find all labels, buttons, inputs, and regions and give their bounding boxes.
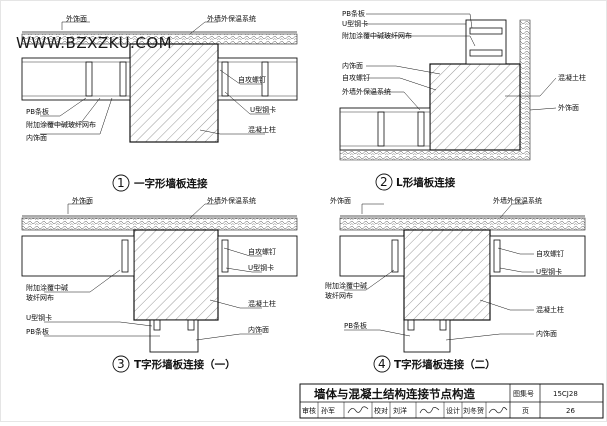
concrete-column (129, 43, 219, 143)
pb-wall-left (339, 235, 405, 277)
watermark: WWW.BZXZKU.COM (16, 34, 172, 52)
d3-title: T字形墙板连接（一） (134, 358, 236, 371)
d4-label-insulation: 外墙外保温系统 (493, 196, 542, 205)
review-label: 审核 (302, 406, 316, 415)
d2-title: L形墙板连接 (396, 176, 456, 189)
d2-label-screw: 自攻螺钉 (342, 73, 370, 82)
title-block (299, 383, 604, 419)
check-label: 校对 (374, 406, 388, 415)
pb-wall-right (217, 57, 298, 101)
design-label: 设计 (446, 406, 460, 415)
detail-2: PB条板 U型钢卡 附加涂覆中碱玻纤网布 内饰面 自攻螺钉 外墙外保温系统 混凝… (339, 9, 586, 191)
d4-number: 4 (378, 357, 386, 371)
d2-label-finish-inner: 内饰面 (342, 61, 363, 70)
d1-label-u-clip: U型钢卡 (250, 105, 276, 114)
d1-label-alkali-mesh: 附加涂覆中碱玻纤网布 (26, 120, 96, 129)
pb-wall-lower (339, 107, 431, 151)
detail-4: 外饰面 外墙外保温系统 附加涂覆中碱 玻纤网布 PB条板 自攻螺钉 U型钢卡 混… (325, 196, 586, 373)
d3-number-circle (112, 355, 130, 373)
d2-label-u-clip: U型钢卡 (342, 19, 368, 28)
pb-wall-left (21, 235, 135, 277)
d2-number-circle (375, 173, 393, 191)
designer-signature (488, 406, 508, 414)
pb-wall-left (21, 57, 131, 101)
d4-label-finish-inner: 内饰面 (536, 329, 557, 338)
insulation-layer (339, 217, 586, 231)
d2-number: 2 (380, 175, 388, 189)
d3-label-insulation: 外墙外保温系统 (207, 196, 256, 205)
d3-label-alkali-mesh-2: 玻纤网布 (26, 293, 54, 302)
reviewer-name: 孙军 (321, 406, 335, 415)
d4-label-finish-outer: 外饰面 (330, 196, 351, 205)
d2-label-finish-outer: 外饰面 (558, 103, 579, 112)
d1-label-finish-inner: 内饰面 (26, 133, 47, 142)
d4-label-u-clip: U型钢卡 (536, 267, 562, 276)
d2-label-alkali-mesh: 附加涂覆中碱玻纤网布 (342, 31, 412, 40)
d4-number-circle (373, 355, 391, 373)
d3-label-column: 混凝土柱 (248, 299, 276, 308)
checker-name: 刘洋 (393, 406, 407, 415)
d3-label-screw: 自攻螺钉 (248, 247, 276, 256)
d3-label-finish-inner: 内饰面 (248, 325, 269, 334)
d4-label-pb-board: PB条板 (344, 321, 367, 330)
d1-number-circle (112, 174, 130, 192)
d4-label-alkali-mesh-2: 玻纤网布 (325, 291, 353, 300)
d2-label-column: 混凝土柱 (558, 73, 586, 82)
d4-title: T字形墙板连接（二） (394, 358, 496, 371)
detail-1: 外饰面 外墙外保温系统 PB条板 附加涂覆中碱玻纤网布 内饰面 自攻螺钉 U型钢… (21, 14, 298, 192)
title-block-title: 墙体与混凝土结构连接节点构造 (314, 387, 475, 401)
atlas-number: 15CJ28 (553, 390, 578, 398)
d4-label-screw: 自攻螺钉 (536, 249, 564, 258)
reviewer-signature (347, 406, 369, 414)
d3-label-u-clip: U型钢卡 (248, 263, 274, 272)
d1-label-column: 混凝土柱 (248, 125, 276, 134)
detail-3: 外饰面 外墙外保温系统 附加涂覆中碱 玻纤网布 U型钢卡 PB条板 自攻螺钉 U… (21, 196, 298, 373)
d2-label-insulation: 外墙外保温系统 (342, 87, 391, 96)
d1-title: 一字形墙板连接 (134, 177, 208, 190)
pb-wall-right (489, 235, 586, 277)
checker-signature (419, 406, 440, 414)
d3-number: 3 (117, 357, 125, 371)
concrete-column (403, 229, 491, 321)
d3-label-pb-board: PB条板 (26, 327, 49, 336)
pb-wall-stem (403, 319, 451, 353)
d1-number: 1 (117, 176, 125, 190)
atlas-label: 图集号 (513, 389, 534, 398)
page-number: 26 (566, 407, 575, 415)
concrete-column (429, 63, 521, 151)
pb-wall-upper (465, 19, 507, 65)
d1-label-insulation: 外墙外保温系统 (207, 14, 256, 23)
d3-label-finish-outer: 外饰面 (72, 196, 93, 205)
d4-label-column: 混凝土柱 (536, 305, 564, 314)
d3-label-u-clip-left: U型钢卡 (26, 313, 52, 322)
designer-name: 刘冬贺 (463, 406, 484, 415)
d3-label-alkali-mesh-1: 附加涂覆中碱 (26, 283, 68, 292)
insulation-layer (21, 217, 298, 231)
d2-label-pb-board: PB条板 (342, 9, 365, 18)
d1-label-screw: 自攻螺钉 (238, 75, 266, 84)
concrete-column (133, 229, 219, 321)
d1-label-finish-outer: 外饰面 (66, 14, 87, 23)
d1-label-pb-board: PB条板 (26, 107, 49, 116)
d4-label-alkali-mesh-1: 附加涂覆中碱 (325, 281, 367, 290)
page-label: 页 (522, 407, 529, 415)
